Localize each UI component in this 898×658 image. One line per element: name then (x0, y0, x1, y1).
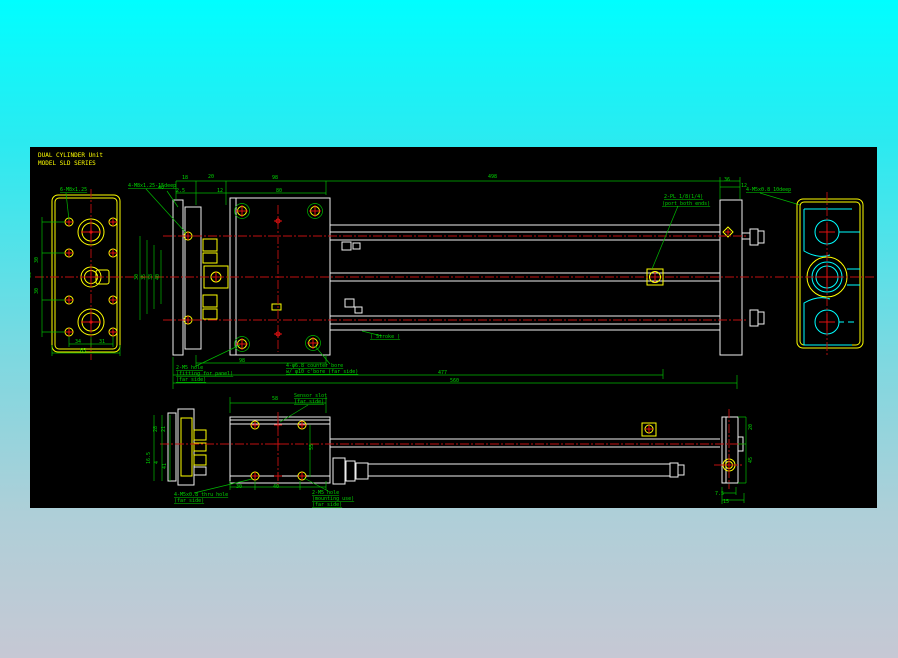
left-end-view (35, 189, 137, 360)
annotation-label: (far side) (174, 498, 204, 504)
dimension-label: 30 (34, 288, 40, 294)
drawing-title-line2: MODEL SLD SERIES (38, 160, 96, 167)
dimension-label: 50 (30, 272, 33, 278)
dimension-label: 34 (75, 339, 81, 345)
dimension-label: 15 (723, 499, 729, 505)
leader-2-m5-side (303, 477, 329, 492)
dimension-label: 35 (141, 274, 147, 280)
leader-4-m5 (759, 192, 801, 206)
leader-stroke (361, 330, 383, 337)
main-top-view (139, 177, 801, 389)
dimension-label: 30 (236, 484, 242, 490)
dimension-label: 12 (741, 183, 747, 189)
dimension-label: 18 (182, 175, 188, 181)
dimension-label: 7.5 (715, 491, 724, 497)
dimension-label: 2.5 (176, 188, 185, 194)
annotation-label: 4-M5x0.8 10deep (746, 187, 791, 193)
dimension-label: 560 (450, 378, 459, 384)
dimension-label: 28 (153, 426, 159, 432)
head-holes (234, 203, 323, 352)
dimension-label: 55 (309, 444, 315, 450)
dimension-label: 20 (748, 424, 754, 430)
dimension-label: 36 (724, 177, 730, 183)
leader-sensor (279, 404, 309, 423)
leader-thru-hole (193, 478, 253, 494)
annotation-label: w/ φ10 c'bore (far side) (286, 369, 358, 375)
annotation-label: (far side) (176, 377, 206, 383)
annotation-label: 4-φ6.8 counter bore (286, 363, 343, 369)
dimension-label: 45 (748, 457, 754, 463)
annotation-label: (mounting use) (312, 496, 354, 502)
bolt-holes (64, 217, 118, 337)
leader-port (651, 205, 679, 270)
dimension-label: 498 (488, 174, 497, 180)
annotation-label: 6-M8x1.25 (60, 187, 87, 193)
dimension-label: 40 (155, 274, 161, 280)
dimension-label: 65 (80, 348, 86, 354)
dimension-label: 31 (99, 339, 105, 345)
dimension-label: 41 (162, 463, 168, 469)
right-end-view (775, 192, 875, 357)
annotation-label: ( Stroke ) (370, 334, 400, 340)
dimension-label: 30 (34, 257, 40, 263)
cad-drawing: DUAL CYLINDER Unit MODEL SLD SERIES (27, 152, 875, 508)
dimension-label: 98 (239, 358, 245, 364)
dimension-label: 80 (276, 188, 282, 194)
annotation-label: (far side) (294, 399, 324, 405)
dimension-label: 40 (273, 484, 279, 490)
sensor-bolt (641, 422, 657, 437)
annotation-label: 2-PL 1/8(1/4) (664, 194, 703, 200)
annotation-label: (fitting for panel) (176, 371, 233, 377)
drawing-title-line1: DUAL CYLINDER Unit (38, 152, 103, 159)
endcap-bolt (722, 226, 734, 238)
side-view (153, 397, 747, 504)
dimension-label: 477 (438, 370, 447, 376)
annotation-label: 2-M5 hole (312, 490, 339, 496)
annotation-label: 4-M5x0.8 thru hole (174, 492, 228, 498)
dimension-label: 38 (148, 274, 154, 280)
dimension-label: 30 (134, 274, 140, 280)
leader-6-m8 (65, 192, 70, 221)
dimension-label: 58 (272, 396, 278, 402)
annotation-label: (far side) (312, 502, 342, 508)
annotation-label: (port both ends) (662, 201, 710, 207)
dimension-label: 16.5 (146, 452, 152, 464)
annotation-label: 2-M5 hole (176, 365, 203, 371)
dimension-label: 12 (217, 188, 223, 194)
dimension-label: 20 (208, 174, 214, 180)
dimension-label: 40 (158, 185, 164, 191)
annotation-label: Sensor slot (294, 393, 327, 399)
dimension-label: 98 (272, 175, 278, 181)
dimension-label: 4 (154, 461, 160, 464)
cad-drawing-viewport[interactable]: DUAL CYLINDER Unit MODEL SLD SERIES (27, 147, 877, 508)
dimension-label: 21 (161, 426, 167, 432)
leader-2-m5 (195, 344, 241, 367)
annotation-label: 4-M8x1.25-15deep (128, 183, 176, 189)
leader-cbore (314, 345, 331, 365)
leader-4-m8 (145, 188, 187, 234)
